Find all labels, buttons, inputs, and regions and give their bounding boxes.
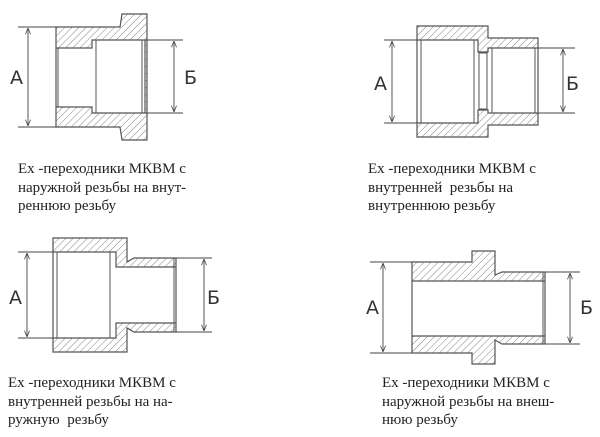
drawing-inner-to-inner: А Б	[374, 25, 579, 138]
label-b: Б	[580, 297, 593, 319]
caption-line: реннюю резьбу	[18, 198, 117, 214]
caption-line: нюю резьбу	[382, 412, 458, 428]
caption-line: внутреннюю резьбу	[368, 198, 496, 214]
fitting-section	[52, 237, 177, 353]
drawing-inner-to-outer: А Б	[9, 237, 220, 353]
label-a: А	[366, 297, 379, 319]
fitting-section	[411, 250, 546, 365]
fitting-section	[416, 25, 539, 138]
caption-line: внутренней резьбы на	[368, 179, 513, 196]
caption-outer-to-inner: Ex -переходники МКВМ с наружной резьбы на…	[18, 160, 186, 216]
fitting-section	[55, 13, 148, 141]
label-a: А	[9, 287, 22, 309]
caption-line: наружной резьбы на внеш-	[382, 393, 555, 410]
caption-line: Ex -переходники МКВМ с	[8, 375, 176, 391]
drawing-outer-to-inner: А Б	[10, 13, 197, 141]
caption-inner-to-outer: Ex -переходники МКВМ с внутренней резьбы …	[8, 374, 176, 430]
label-b: Б	[207, 287, 220, 309]
caption-line: внутренней резьбы на на-	[8, 393, 173, 410]
label-a: А	[374, 73, 387, 95]
label-b: Б	[184, 67, 197, 89]
drawing-outer-to-outer: А Б	[366, 250, 593, 365]
caption-line: Ex -переходники МКВМ с	[18, 161, 186, 177]
caption-line: ружную резьбу	[8, 412, 109, 428]
caption-inner-to-inner: Ex -переходники МКВМ с внутренней резьбы …	[368, 160, 536, 216]
caption-line: Ex -переходники МКВМ с	[382, 375, 550, 391]
caption-outer-to-outer: Ex -переходники МКВМ с наружной резьбы на…	[382, 374, 554, 430]
label-b: Б	[566, 73, 579, 95]
caption-line: Ex -переходники МКВМ с	[368, 161, 536, 177]
label-a: А	[10, 67, 23, 89]
caption-line: наружной резьбы на внут-	[18, 179, 187, 196]
